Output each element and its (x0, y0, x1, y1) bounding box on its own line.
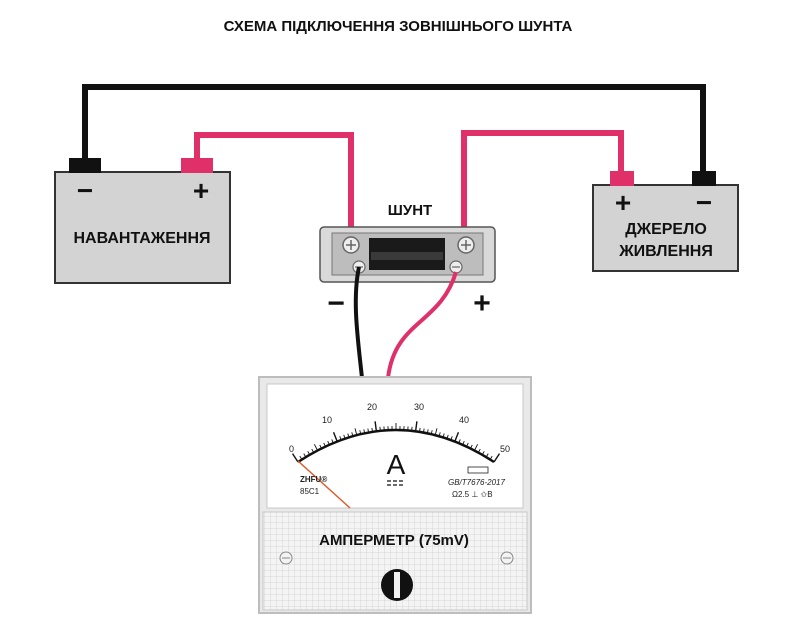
source-box: + − ДЖЕРЕЛО ЖИВЛЕННЯ (592, 171, 739, 272)
source-minus-sign: − (696, 187, 712, 218)
scale-tick (434, 428, 438, 436)
source-plus-sign: + (615, 187, 631, 218)
ammeter-shunt-symbol (467, 466, 489, 474)
scale-tick (319, 444, 322, 449)
shunt-plus-sign: + (473, 287, 491, 320)
scale-tick (470, 444, 473, 449)
scale-tick (332, 431, 338, 442)
load-minus-sign: − (77, 175, 93, 206)
source-label-line1: ДЖЕРЕЛО (625, 221, 707, 238)
scale-tick (481, 451, 485, 456)
load-plus-sign: + (193, 175, 209, 206)
source-positive-terminal (610, 171, 634, 186)
negative-bus-wire (82, 84, 706, 172)
scale-tick (489, 455, 493, 460)
ammeter-scale-arc (297, 428, 495, 464)
scale-label-50: 50 (500, 444, 510, 454)
scale-tick (313, 444, 318, 451)
scale-tick (414, 421, 418, 432)
scale-tick (299, 455, 303, 460)
scale-tick (474, 444, 479, 451)
scale-tick (363, 429, 366, 434)
scale-tick (323, 442, 326, 447)
scale-tick (458, 439, 461, 444)
source-positive-wire (461, 130, 624, 242)
ammeter-class-marks: Ω2.5 ⊥ ✩B (452, 490, 493, 499)
ammeter-model: 85C1 (300, 487, 320, 496)
scale-tick (493, 453, 501, 463)
scale-label-10: 10 (322, 415, 332, 425)
scale-tick (462, 440, 465, 445)
scale-tick (374, 421, 378, 432)
scale-tick (430, 430, 433, 435)
scale-tick (354, 428, 358, 436)
scale-tick (485, 453, 489, 458)
ammeter-standard: GB/T7676-2017 (448, 478, 505, 487)
scale-tick (442, 433, 445, 438)
meter-negative-wire (353, 266, 364, 379)
scale-tick (426, 429, 429, 434)
scale-tick (367, 428, 370, 433)
scale-tick (438, 432, 441, 437)
scale-tick (359, 430, 362, 435)
scale-label-0: 0 (289, 444, 294, 454)
scale-tick (422, 428, 425, 433)
shunt-label: ШУНТ (388, 202, 432, 219)
load-label: НАВАНТАЖЕННЯ (73, 230, 210, 247)
scale-tick (419, 427, 421, 432)
ammeter-brand: ZHFU® (300, 475, 327, 484)
scale-tick (371, 427, 373, 432)
scale-tick (477, 448, 481, 453)
scale-tick (351, 432, 354, 437)
scale-tick (466, 442, 469, 447)
load-positive-terminal (181, 158, 213, 173)
scale-label-30: 30 (414, 402, 424, 412)
source-negative-terminal (692, 171, 716, 186)
scale-label-20: 20 (367, 402, 377, 412)
load-negative-terminal (69, 158, 101, 173)
scale-tick (446, 434, 449, 439)
scale-tick (303, 453, 307, 458)
scale-tick (343, 434, 346, 439)
ammeter-needle (297, 460, 351, 509)
meter-positive-wire (386, 271, 458, 379)
source-label-line2: ЖИВЛЕННЯ (618, 243, 713, 260)
load-positive-wire (194, 132, 354, 242)
scale-tick (339, 436, 342, 441)
load-box: − + НАВАНТАЖЕННЯ (54, 158, 231, 284)
scale-tick (327, 440, 330, 445)
diagram-title: СХЕМА ПІДКЛЮЧЕННЯ ЗОВНІШНЬОГО ШУНТА (224, 18, 573, 35)
ammeter-label: АМПЕРМЕТР (75mV) (319, 532, 469, 549)
scale-tick (307, 451, 311, 456)
scale-tick (331, 439, 334, 444)
ammeter: 0 10 20 30 40 50 A ZHFU® 85C1 GB/T7676-2… (258, 376, 532, 614)
shunt-minus-sign: − (327, 287, 345, 320)
ammeter-unit-symbol: A (387, 449, 406, 480)
ammeter-dial-face (266, 383, 524, 509)
scale-tick (450, 436, 453, 441)
ammeter-scale-ticks (291, 421, 501, 463)
shunt: ШУНТ − + (319, 202, 496, 320)
scale-tick (291, 453, 299, 463)
scale-tick (311, 448, 315, 453)
scale-label-40: 40 (459, 415, 469, 425)
scale-tick (454, 431, 460, 442)
scale-tick (347, 433, 350, 438)
